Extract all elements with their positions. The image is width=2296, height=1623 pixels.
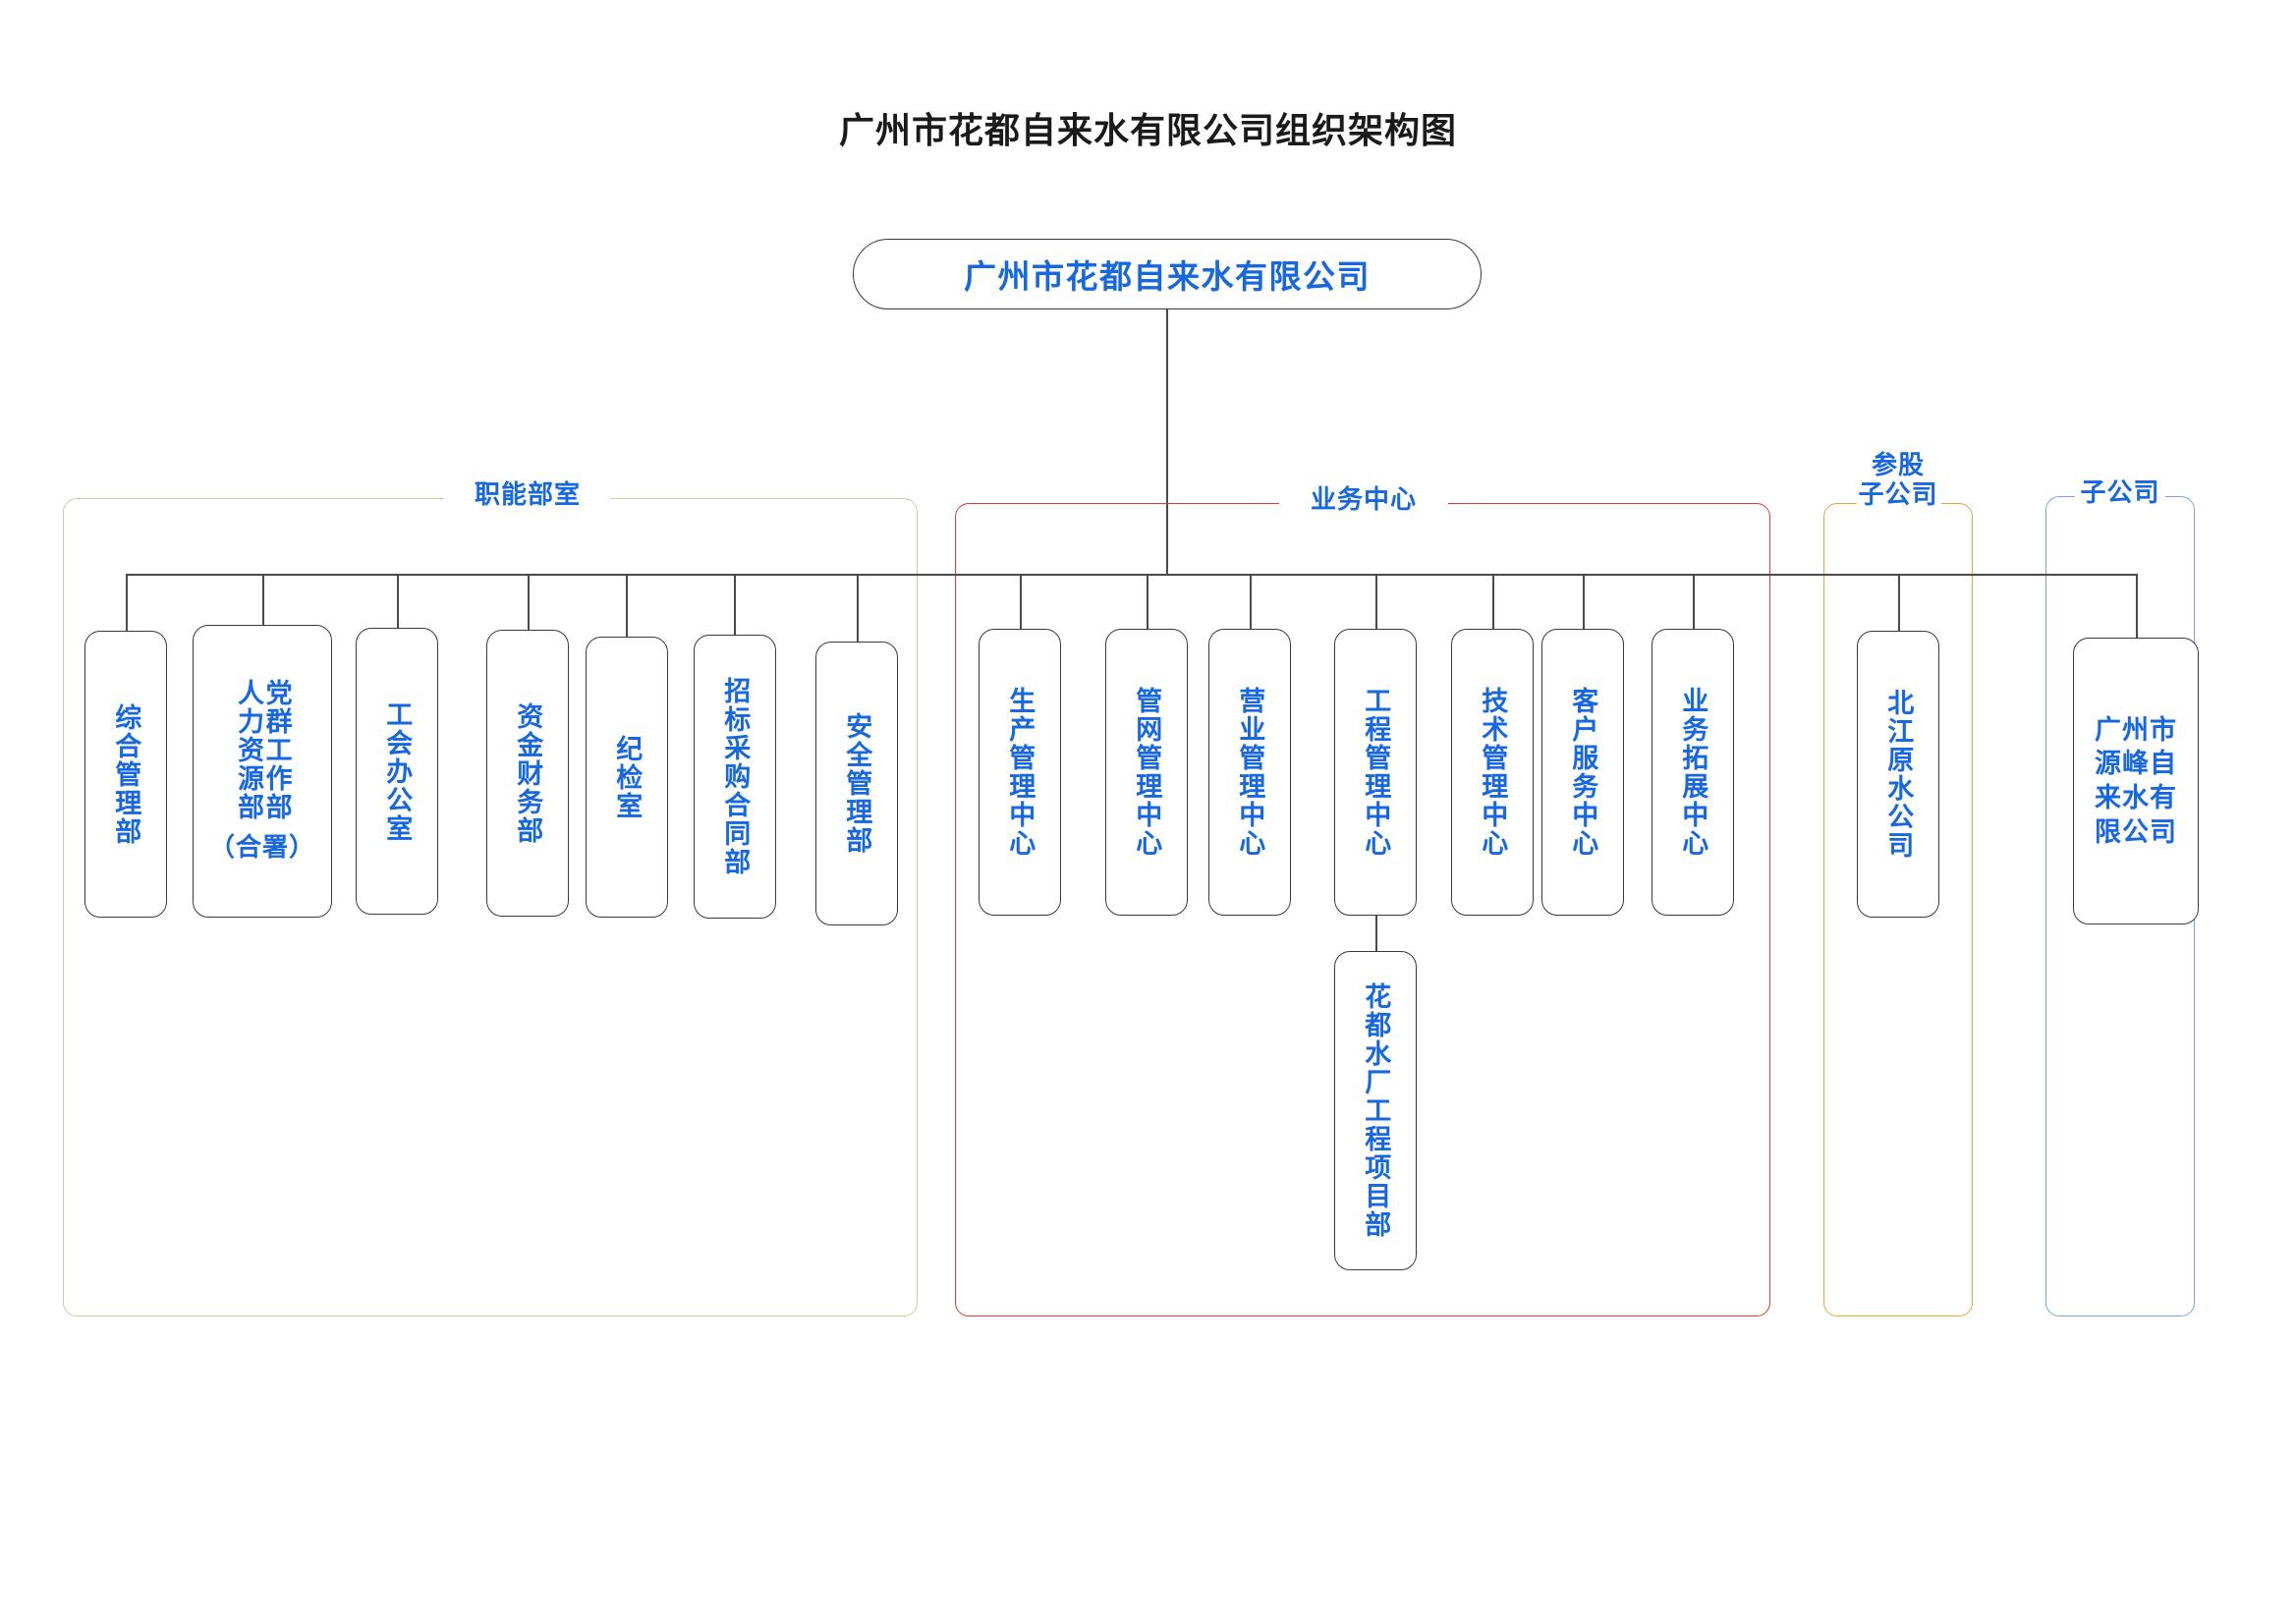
node-subsidiary-0-label: 广州市源峰自来水有限公司 (2095, 714, 2177, 847)
node-functional-2-label: 工会办公室 (382, 700, 413, 843)
node-business-1-label: 管网管理中心 (1132, 687, 1162, 858)
node-functional-5[interactable]: 招标采购合同部 (694, 635, 776, 919)
drop-business-1 (1147, 574, 1148, 630)
drop-functional-3 (528, 574, 530, 631)
group-caption-functional: 职能部室 (444, 479, 611, 510)
drop-functional-4 (626, 574, 628, 638)
node-functional-1-suffix: （合署） (208, 832, 315, 862)
group-notch-subsidiary (2075, 493, 2165, 499)
drop-functional-1 (262, 574, 264, 626)
root-company-box[interactable]: 广州市花都自来水有限公司 (853, 239, 1482, 309)
root-connector-vertical (1166, 309, 1168, 575)
main-trunk-line (126, 574, 1693, 576)
node-business-0[interactable]: 生产管理中心 (979, 629, 1061, 916)
node-functional-2[interactable]: 工会办公室 (356, 628, 438, 915)
node-business-4[interactable]: 技术管理中心 (1451, 629, 1534, 916)
node-business-6-label: 业务拓展中心 (1678, 687, 1708, 858)
node-business-3-child[interactable]: 花都水厂工程项目部 (1334, 951, 1417, 1270)
root-company-label: 广州市花都自来水有限公司 (964, 258, 1371, 295)
node-functional-6-label: 安全管理部 (842, 712, 872, 855)
node-functional-1-label: 党群工作部人力资源部 (234, 679, 292, 821)
node-functional-6[interactable]: 安全管理部 (815, 642, 898, 925)
drop-business-4 (1492, 574, 1494, 630)
node-functional-1-label-col2: 党群工作部 (261, 679, 292, 821)
node-business-1[interactable]: 管网管理中心 (1105, 629, 1188, 916)
node-functional-1-label-col1: 人力资源部 (234, 679, 263, 821)
node-business-0-label: 生产管理中心 (1005, 687, 1036, 858)
drop-associated-0 (1898, 574, 1900, 632)
node-business-3[interactable]: 工程管理中心 (1334, 629, 1417, 916)
group-caption-subsidiary: 子公司 (2041, 477, 2200, 508)
node-functional-4[interactable]: 纪检室 (586, 637, 668, 918)
node-functional-5-label: 招标采购合同部 (720, 677, 751, 876)
node-functional-0-label: 综合管理部 (111, 702, 141, 846)
group-caption-associated: 参股 子公司 (1819, 450, 1978, 509)
group-caption-business-line-1: 业务中心 (1310, 484, 1417, 514)
group-notch-business (1279, 500, 1448, 506)
main-trunk-line-right (1693, 574, 2137, 576)
node-business-2[interactable]: 营业管理中心 (1208, 629, 1291, 916)
drop-business-3 (1375, 574, 1377, 630)
drop-functional-6 (857, 574, 859, 643)
node-business-5-label: 客户服务中心 (1568, 687, 1598, 858)
group-caption-associated-line-2: 子公司 (1858, 478, 1938, 509)
drop-functional-0 (126, 574, 128, 632)
node-business-6[interactable]: 业务拓展中心 (1652, 629, 1734, 916)
group-caption-business: 业务中心 (1279, 484, 1448, 515)
node-functional-3-label: 资金财务部 (513, 701, 543, 845)
node-functional-0[interactable]: 综合管理部 (84, 631, 167, 918)
drop-functional-5 (734, 574, 736, 636)
node-associated-0-label: 北江原水公司 (1883, 689, 1914, 860)
page-title: 广州市花都自来水有限公司组织架构图 (838, 110, 1457, 150)
drop-business-0 (1020, 574, 1022, 630)
node-functional-1[interactable]: 党群工作部人力资源部 （合署） (193, 625, 332, 918)
drop-business-6 (1693, 574, 1695, 630)
drop-business-5 (1583, 574, 1585, 630)
node-business-2-label: 营业管理中心 (1235, 687, 1265, 858)
node-business-4-label: 技术管理中心 (1478, 687, 1508, 858)
node-associated-0[interactable]: 北江原水公司 (1857, 631, 1939, 918)
drop-business-3-child (1375, 916, 1377, 951)
node-functional-4-label: 纪检室 (612, 734, 643, 820)
group-caption-functional-line-1: 职能部室 (474, 479, 581, 509)
node-subsidiary-0[interactable]: 广州市源峰自来水有限公司 (2073, 638, 2199, 924)
drop-functional-2 (397, 574, 399, 629)
node-functional-3[interactable]: 资金财务部 (486, 630, 569, 917)
group-caption-associated-line-1: 参股 (1871, 450, 1925, 479)
drop-subsidiary-0 (2136, 574, 2138, 639)
node-business-5[interactable]: 客户服务中心 (1541, 629, 1624, 916)
group-caption-subsidiary-line-1: 子公司 (2080, 477, 2160, 507)
node-business-3-label: 工程管理中心 (1361, 687, 1391, 858)
node-business-3-child-label: 花都水厂工程项目部 (1361, 982, 1391, 1239)
group-notch-functional (444, 495, 611, 501)
drop-business-2 (1250, 574, 1252, 630)
group-notch-associated (1857, 500, 1941, 506)
